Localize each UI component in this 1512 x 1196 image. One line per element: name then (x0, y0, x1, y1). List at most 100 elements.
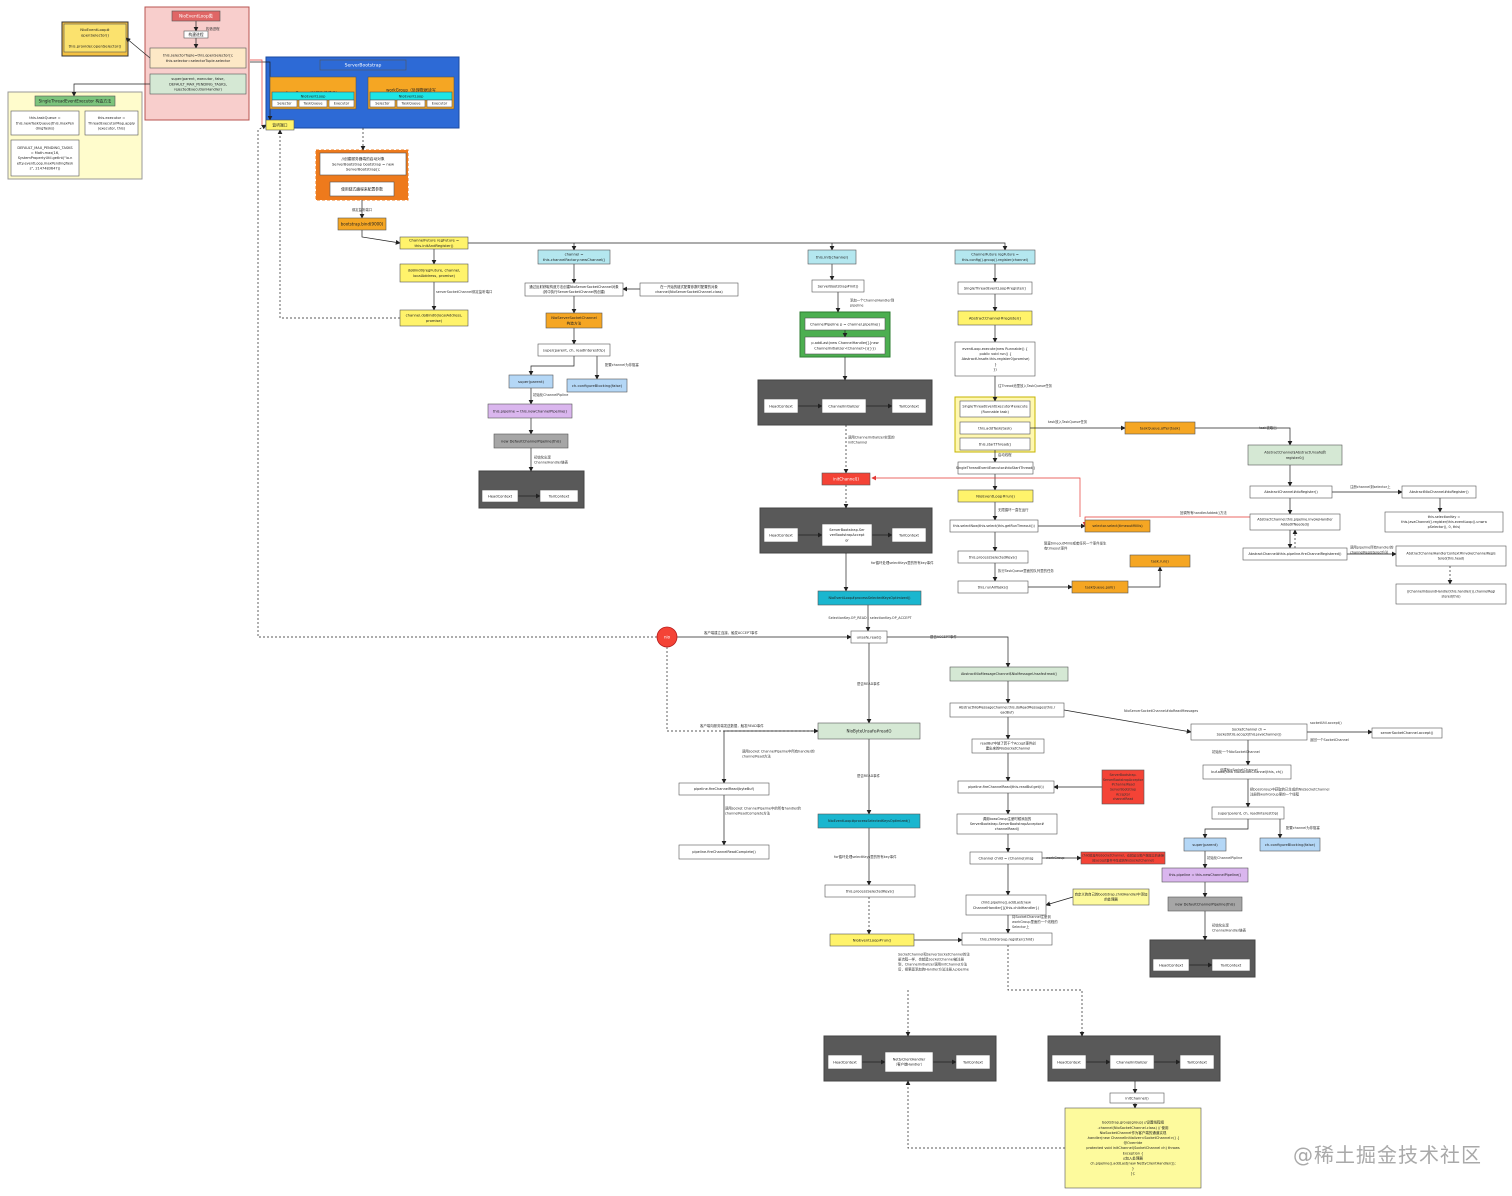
node-text: SingleThreadEventExecutor#doStartThread(… (956, 466, 1036, 470)
node-box (337, 217, 387, 231)
edge-label-poll-task: task被取出 (1259, 425, 1277, 430)
selector-tuple-node: this.selectorTuple=this.openSelector();t… (149, 47, 247, 69)
node-box (481, 489, 519, 503)
edge-label-is-accept: 是否ACCEPT事件 (930, 634, 957, 639)
edge-label-exec-queue: 执行TaskQueue里面的队列里的任务 (998, 568, 1054, 573)
node-box (1072, 888, 1150, 906)
node-box (298, 99, 328, 108)
node-text: 构建进程 (188, 32, 203, 37)
node-text: NioEventLoop类 (179, 13, 214, 20)
node-box (1211, 806, 1285, 820)
init-register-node: ChannelFuture regFuture =this.initAndReg… (399, 236, 469, 250)
node-box (829, 933, 915, 947)
node-box (426, 99, 453, 108)
node-text: this.selectorTuple=this.openSelector();t… (163, 54, 233, 63)
node-text: HeadContext (769, 404, 793, 408)
node-text: HeadContext (1159, 963, 1184, 967)
pipe5-mid-node: NettyClientHandler（客户端Handler） (884, 1051, 934, 1073)
node-text: this.processSelectedKeys() (969, 555, 1018, 559)
node-text: super(parent, executor, false,DEFAULT_MA… (169, 77, 227, 91)
node-text: pipeline.fireChannelRead(byteBuf) (694, 787, 755, 791)
pipe4-head-node: HeadContext (1152, 958, 1190, 972)
node-text: ChannelFuture regFuture =this.config().g… (962, 253, 1029, 262)
node-box (1101, 769, 1145, 805)
pipe6-tail-node: TailContext (1179, 1054, 1215, 1070)
select-now-node: this.selectNow/this.select(this.getRunTi… (949, 519, 1039, 533)
edge-label-build-arrow: 构造进程 (206, 26, 220, 31)
node-box (817, 722, 921, 740)
node-text: ServerBootstrap (345, 63, 382, 69)
node-text: 自定义的自己的bootstrap.childHandler中添加的处理器 (1075, 892, 1148, 902)
custom-handler-note-node: 自定义的自己的bootstrap.childHandler中添加的处理器 (1072, 888, 1150, 906)
nio-by-unsafe-node: NioByteUnsafe#read() (817, 722, 921, 740)
node-text: HeadContext (1057, 1060, 1081, 1064)
final-note-node: bootstrap.group(group) //设置线程组.channel(N… (1064, 1107, 1202, 1189)
node-box (957, 780, 1055, 794)
node-box (1249, 485, 1333, 499)
node-text: TaskQueue (400, 102, 420, 106)
node-box (959, 400, 1031, 418)
do-read-messages-node: AbstractNioMessageChannel.this.doReadMes… (949, 702, 1065, 718)
handler-invoke-node: AbstractChannelHandlerContext#invokeChan… (1395, 545, 1507, 567)
node-box (1249, 513, 1341, 531)
node-text: TailContext (548, 494, 570, 498)
init-channel-node: this.init(channel) (807, 249, 857, 265)
task-queue-node: this.taskQueue =this.newTaskQueue(this.m… (10, 110, 80, 136)
node-text: NioEventLoop#processSelectedKeysOptimize… (829, 596, 912, 600)
node-box (763, 398, 799, 414)
node-text: serverSocketChannel.accept() (1381, 731, 1434, 735)
pipe1-node: HeadContext (481, 489, 519, 503)
node-text: SingleThreadEventLoop#register() (964, 286, 1027, 290)
inbound-handler-node: ((ChannelInboundHandler)this.handler()).… (1395, 583, 1507, 605)
tq-b-node: TaskQueue (396, 99, 426, 108)
node-box (271, 99, 298, 108)
edge-label-timeout-label: 阻塞timeoutMillis或者任何一个事件发生有timeout事件 (1044, 541, 1107, 551)
event-circle (656, 626, 678, 648)
pipeline-box-4 (1149, 939, 1256, 978)
edge (1007, 945, 1085, 1037)
node-box (639, 282, 739, 297)
node-text: new DefaultChannelPipeline(this) (1175, 902, 1235, 906)
edge-label-init-pipeline: 初始化ChannelPipline (533, 392, 568, 397)
node-box (487, 403, 573, 419)
selector-select-node: selector.select(timeoutMillis) (1084, 519, 1151, 533)
edge-label-for-loop: for循环处理selectKeys里的所有key事件 (871, 560, 934, 565)
edge (250, 59, 263, 125)
nio-do-register-node: AbstractNioChannel#doRegister() (1401, 485, 1477, 499)
node-text: 监听端口 (272, 122, 287, 127)
node-box (319, 59, 407, 71)
node-text: TailContext (898, 404, 919, 408)
edge (905, 1080, 1065, 1149)
edge-label-accept-event: 客户端建立连接，触发ACCEPT事件 (704, 630, 759, 635)
node-box (891, 398, 927, 414)
node-text: this.runAllTasks() (978, 585, 1009, 589)
node-text: pipeline.fireChannelReadComplete() (692, 850, 756, 854)
node-text: initChannel() (1125, 1096, 1149, 1100)
node-box (949, 666, 1069, 682)
node-box (959, 437, 1031, 451)
node-text: super(parent) (1192, 843, 1218, 847)
single-thread-node: SingleThreadEventExecutor 构造方法 (34, 95, 116, 107)
node-text: child就是NioSocketChannel，也就是与客户端建立的连接（在ac… (1082, 853, 1164, 863)
start-thread-node: this.startThread() (959, 437, 1031, 451)
new-default-pipeline-node: new DefaultChannelPipeline(this) (493, 433, 569, 449)
new-nio-socket-node: buf.add(new NioSocketChannel(this, ch)) (1202, 764, 1292, 780)
red-note-node: ServerBootstrap.ServerBootstrapAcceptor#… (1101, 769, 1145, 805)
node-text: this.taskQueue =this.newTaskQueue(this.m… (16, 116, 74, 130)
eventloop-execute-node: eventLoop.execute(new Runnable() { publi… (954, 341, 1036, 377)
watermark: @稀土掘金技术社区 (1293, 1143, 1482, 1167)
init-channel-red-node: initChannel() (821, 472, 871, 486)
node-text: selector.select(timeoutMillis) (1092, 524, 1143, 528)
fire-read-node: pipeline.fireChannelRead(byteBuf) (678, 782, 770, 796)
task-offer-node: taskQueue.offer(task) (1124, 421, 1196, 435)
